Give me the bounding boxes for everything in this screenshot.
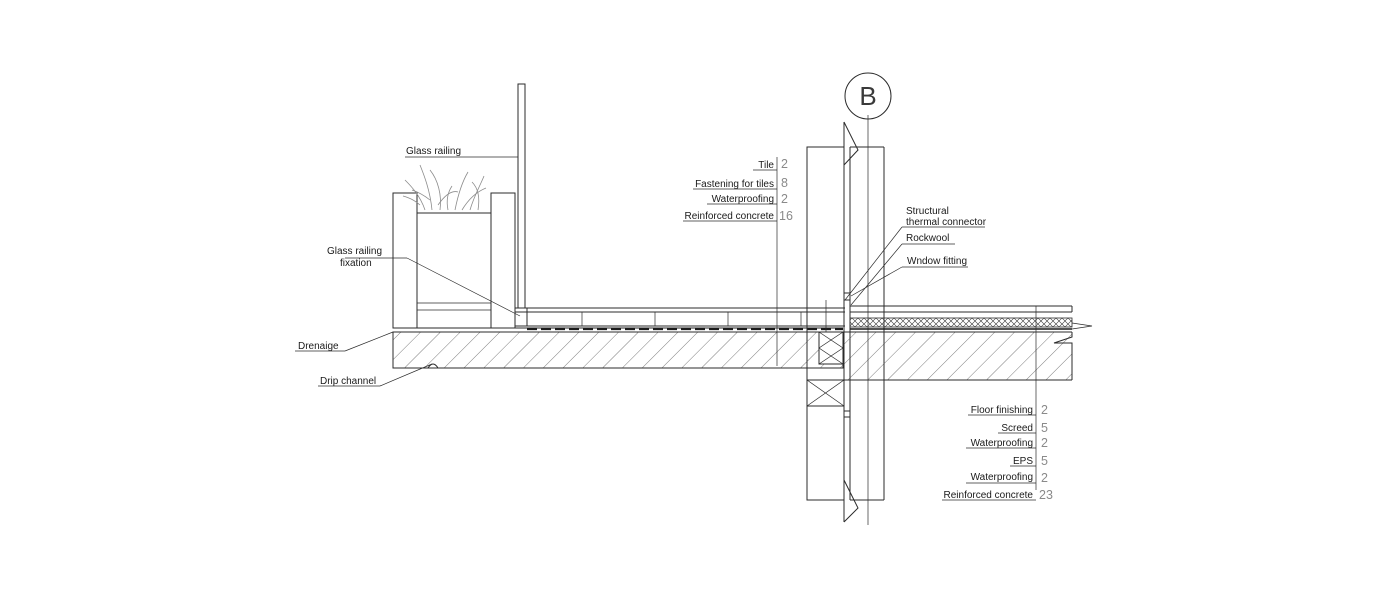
balcony-layer-thickness: 2 [781, 192, 788, 206]
floor-layer-thickness: 5 [1041, 454, 1048, 468]
tile-system [515, 307, 845, 331]
floor-layer-thickness: 5 [1041, 421, 1048, 435]
balcony-layer-thickness: 2 [781, 157, 788, 171]
plant-sketch [402, 164, 487, 211]
floor-layer-name: Reinforced concrete [944, 490, 1034, 501]
label-window-fitting: Wndow fitting [907, 256, 967, 267]
balcony-layer-name: Waterproofing [712, 194, 774, 205]
label-glass-railing-fixation-line2: fixation [340, 258, 372, 269]
floor-slab [844, 305, 1093, 490]
floor-layer-name: Waterproofing [971, 472, 1033, 483]
label-rockwool: Rockwool [906, 233, 949, 244]
floor-layer-name: Screed [1001, 423, 1033, 434]
label-glass-railing: Glass railing [406, 146, 461, 157]
balcony-layer-thickness: 8 [781, 176, 788, 190]
leader-lines [295, 156, 1036, 501]
wall-section [806, 146, 845, 501]
balcony-layer-name: Fastening for tiles [695, 179, 774, 190]
balcony-layer-name: Reinforced concrete [685, 211, 775, 222]
floor-layer-thickness: 2 [1041, 471, 1048, 485]
balcony-layer-thickness: 16 [779, 209, 793, 223]
balcony-slab [392, 327, 844, 369]
label-drenaige: Drenaige [298, 341, 339, 352]
floor-layer-thickness: 2 [1041, 436, 1048, 450]
floor-layer-name: Floor finishing [971, 405, 1033, 416]
planter-box [392, 192, 516, 329]
label-drip-channel: Drip channel [320, 376, 376, 387]
drip-channel [427, 363, 439, 369]
floor-layer-name: Waterproofing [971, 438, 1033, 449]
grid-marker-label: B [859, 81, 876, 111]
floor-layer-name: EPS [1013, 456, 1033, 467]
balcony-layer-name: Tile [758, 160, 774, 171]
label-glass-railing-fixation-line1: Glass railing [327, 246, 382, 257]
label-structural-connector-line1: Structural [906, 206, 949, 217]
floor-layer-thickness: 2 [1041, 403, 1048, 417]
label-structural-connector-line2: thermal connector [906, 217, 987, 228]
floor-layer-thickness: 23 [1039, 488, 1053, 502]
glass-railing [514, 83, 528, 327]
